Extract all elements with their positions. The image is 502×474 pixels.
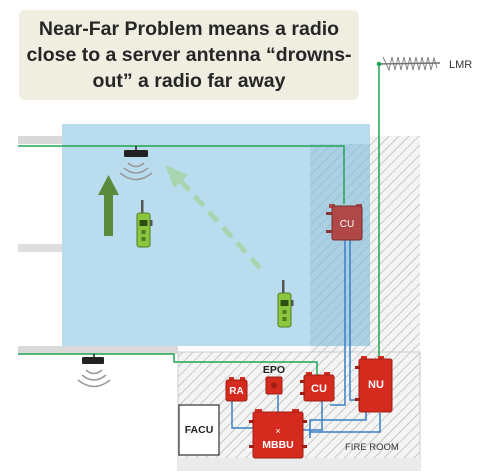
- facu-panel: FACU: [178, 404, 220, 456]
- lmr-label: LMR: [449, 59, 472, 71]
- ra-unit: RA: [225, 377, 248, 402]
- fire-room-label: FIRE ROOM: [345, 442, 399, 453]
- signal-waves-icon: [77, 369, 111, 388]
- epo-unit: [265, 376, 283, 395]
- facu-label: FACU: [185, 424, 214, 436]
- ra-label: RA: [229, 386, 243, 397]
- nu-label: NU: [368, 379, 384, 391]
- fire-room-inner-band: [178, 458, 420, 470]
- handheld-radio-icon: [136, 200, 153, 248]
- caption-box: Near-Far Problem means a radio close to …: [19, 10, 359, 100]
- mbbu-unit: × MBBU: [249, 409, 307, 459]
- epo-label: EPO: [263, 364, 285, 376]
- mbbu-label: MBBU: [262, 439, 294, 451]
- cu-unit-lower: CU: [300, 372, 335, 402]
- coverage-zone-shaft-overlap: [310, 144, 370, 346]
- near-signal-arrow: [98, 175, 119, 236]
- caption-text: Near-Far Problem means a radio close to …: [26, 18, 352, 92]
- green-cables: [18, 64, 380, 376]
- far-signal-arrow: [165, 165, 262, 270]
- cu-upper-label: CU: [340, 219, 354, 230]
- cu-unit-upper: CU: [326, 204, 363, 241]
- lmr-antenna-icon: [376, 56, 441, 72]
- handheld-radio-icon: [277, 280, 294, 328]
- lower-floor-slab: [18, 346, 178, 354]
- signal-waves-icon: [119, 162, 153, 181]
- ceiling-antenna-icon: [82, 354, 104, 364]
- ceiling-antenna-icon: [124, 146, 148, 157]
- nu-unit: NU: [355, 356, 393, 413]
- cu-lower-label: CU: [311, 383, 327, 395]
- mbbu-x-mark: ×: [275, 426, 280, 436]
